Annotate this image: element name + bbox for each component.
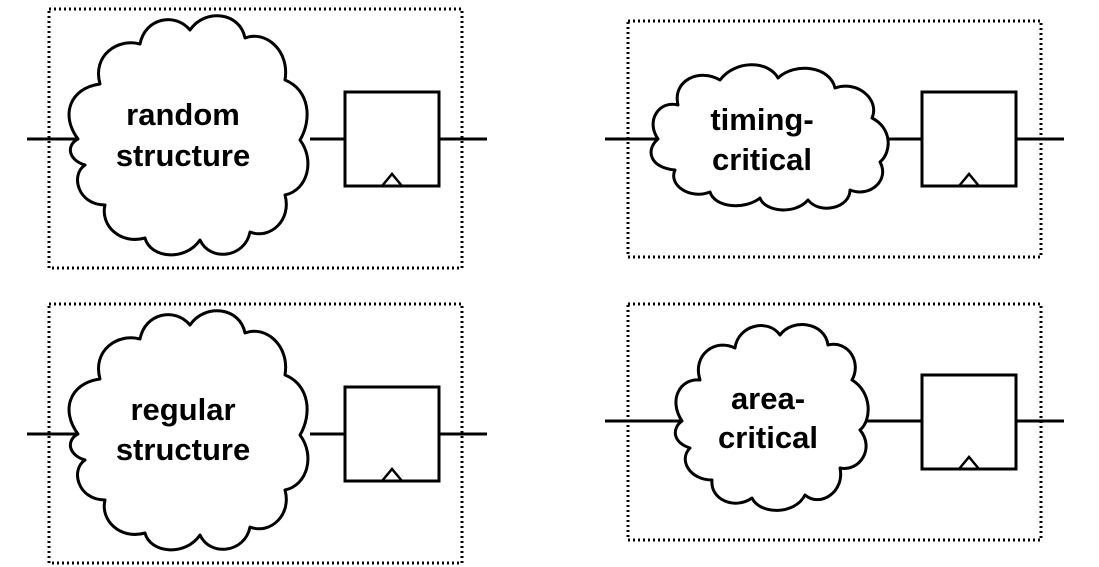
combinational-logic-cloud bbox=[649, 63, 890, 212]
block-label-line-1: random bbox=[126, 97, 240, 132]
clock-triangle-icon bbox=[958, 172, 980, 187]
block-area-critical: area- critical bbox=[605, 302, 1064, 542]
dotted-boundary bbox=[47, 7, 464, 270]
clock-triangle-icon bbox=[381, 172, 403, 187]
block-label-line-1: regular bbox=[130, 392, 235, 427]
flip-flop bbox=[343, 90, 441, 188]
flip-flop bbox=[343, 385, 441, 483]
block-random-structure: random structure bbox=[27, 7, 487, 270]
clock-triangle-icon bbox=[381, 467, 403, 482]
block-label-line-1: area- bbox=[731, 381, 805, 416]
block-timing-critical: timing- critical bbox=[605, 19, 1064, 259]
clock-triangle-icon bbox=[958, 455, 980, 470]
block-label-line-2: critical bbox=[718, 420, 818, 455]
dotted-boundary bbox=[47, 302, 464, 565]
block-regular-structure: regular structure bbox=[27, 302, 487, 565]
combinational-logic-cloud bbox=[67, 309, 310, 552]
combinational-logic-cloud bbox=[67, 14, 310, 257]
block-label-line-2: structure bbox=[116, 432, 250, 467]
combinational-logic-cloud bbox=[673, 323, 870, 512]
block-label-line-2: structure bbox=[116, 138, 250, 173]
block-label-line-1: timing- bbox=[710, 102, 813, 137]
flip-flop bbox=[920, 90, 1018, 188]
block-label-line-2: critical bbox=[712, 142, 812, 177]
flip-flop bbox=[920, 373, 1018, 471]
